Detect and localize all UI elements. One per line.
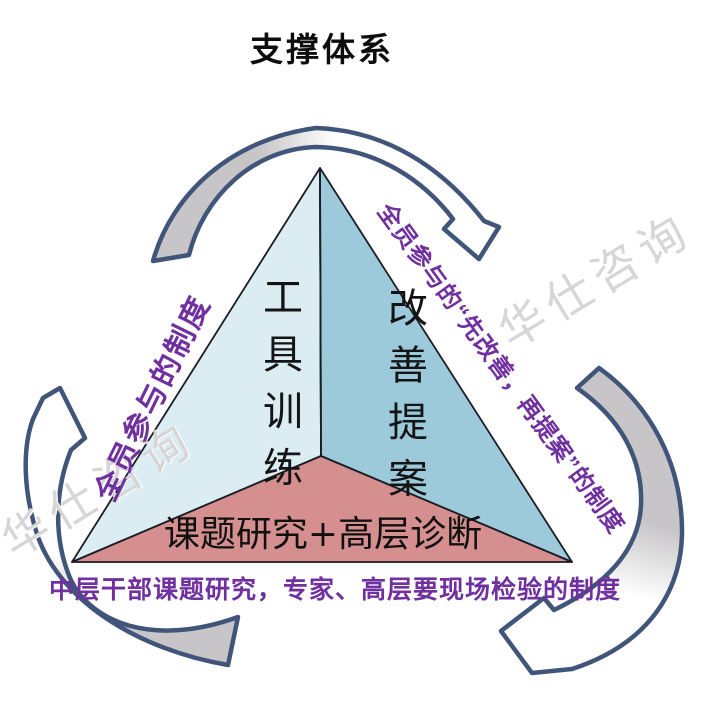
- annotation-bottom: 中层干部课题研究，专家、高层要现场检验的制度: [48, 576, 622, 604]
- triangle-bottom-section: [71, 455, 573, 563]
- cycle-arrow-right: [498, 365, 685, 676]
- cycle-arrow-top: [150, 125, 502, 264]
- right-section-label: 改善提案: [381, 287, 427, 515]
- bottom-section-label: 课题研究+高层诊断: [163, 514, 483, 555]
- triangle-center-divider: [319, 167, 322, 457]
- cycle-arrow-left: [23, 385, 241, 668]
- left-section-label: 工具训练: [256, 276, 302, 504]
- page-title: 支撑体系: [250, 31, 394, 68]
